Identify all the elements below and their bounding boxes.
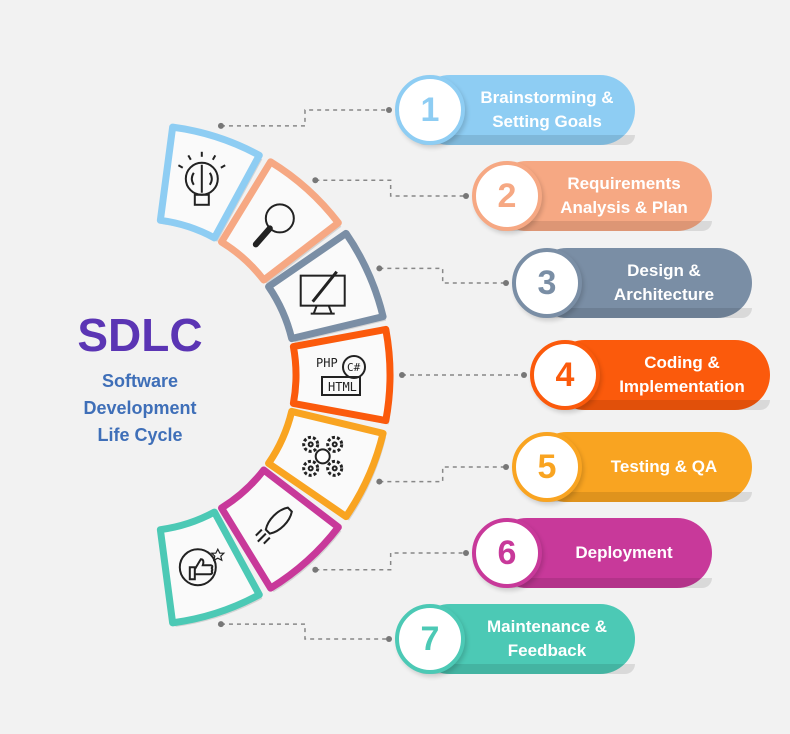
sdlc-title: SDLC — [77, 309, 203, 361]
segment-body — [218, 158, 342, 284]
step-4: 4 Coding & Implementation — [530, 340, 770, 410]
step-number: 1 — [420, 90, 440, 129]
step-label: Testing & QA — [610, 457, 718, 476]
connector-dot — [312, 566, 319, 573]
step-number-badge: 2 — [472, 161, 542, 231]
step-7: 7 Maintenance & Feedback — [395, 604, 635, 674]
connector-dot — [312, 177, 319, 184]
pill-shade — [532, 492, 752, 502]
connector-line — [379, 466, 506, 483]
step-label: Requirements Analysis & Plan — [560, 174, 688, 217]
pill-shade — [532, 308, 752, 318]
step-number: 6 — [497, 533, 517, 572]
pill-shade — [415, 135, 635, 145]
step-number: 7 — [420, 619, 440, 658]
step-label: Design & Architecture — [613, 261, 715, 304]
segment-body — [265, 407, 387, 521]
connector-line — [315, 552, 466, 571]
segment-body — [289, 325, 394, 425]
subtitle-line: Development — [83, 398, 197, 418]
step-number: 2 — [497, 176, 517, 215]
gears-icon — [302, 435, 344, 477]
code-label-csharp: C# — [347, 361, 361, 374]
step-number-badge: 6 — [472, 518, 542, 588]
pill-shade — [492, 578, 712, 588]
step-6: 6 Deployment — [472, 518, 712, 588]
sdlc-subtitle: Software Development Life Cycle — [50, 368, 230, 449]
step-2: 2 Requirements Analysis & Plan — [472, 161, 712, 231]
code-label-php: PHP — [316, 356, 338, 370]
step-number-badge: 7 — [395, 604, 465, 674]
magnifier-icon — [252, 203, 295, 248]
connector-dot — [399, 372, 405, 378]
thumbs-up-icon — [178, 547, 226, 587]
subtitle-line: Life Cycle — [97, 425, 183, 445]
connector-dot — [217, 621, 224, 628]
step-label: Brainstorming & Setting Goals — [480, 88, 614, 131]
lightbulb-brain-icon — [177, 151, 226, 206]
step-label: Deployment — [575, 543, 673, 562]
step-3: 3 Design & Architecture — [512, 248, 752, 318]
rocket-icon — [255, 506, 293, 545]
step-number: 4 — [555, 355, 575, 394]
arc-segment-1 — [156, 123, 263, 242]
step-number-badge: 3 — [512, 248, 582, 318]
segment-body — [156, 123, 263, 242]
pill-shade — [492, 221, 712, 231]
code-label-html: HTML — [328, 380, 357, 394]
step-number: 3 — [537, 263, 557, 302]
step-1: 1 Brainstorming & Setting Goals — [395, 75, 635, 145]
connector-dot — [503, 280, 509, 286]
subtitle-line: Software — [101, 371, 179, 391]
arc-segment-4 — [289, 325, 394, 425]
arc-segment-2 — [218, 158, 342, 285]
pill-shade — [415, 664, 635, 674]
connector-line — [379, 267, 506, 284]
segment-body — [156, 508, 263, 627]
step-number-badge: 5 — [512, 432, 582, 502]
step-label: Maintenance & Feedback — [487, 617, 607, 660]
step-number-badge: 4 — [530, 340, 600, 410]
code-icon: PHP C# HTML — [316, 355, 366, 396]
connector-dot — [503, 464, 509, 470]
step-number: 5 — [537, 447, 557, 486]
connector-line — [220, 623, 389, 640]
connector-dot — [386, 107, 392, 113]
connector-line — [315, 179, 466, 197]
connector-line — [220, 109, 389, 127]
step-label: Coding & Implementation — [619, 353, 745, 396]
pill-shade — [550, 400, 770, 410]
connector-dot — [386, 636, 392, 642]
connector-dot — [521, 372, 527, 378]
connector-dot — [463, 193, 469, 199]
step-5: 5 Testing & QA — [512, 432, 752, 502]
step-number-badge: 1 — [395, 75, 465, 145]
connector-dot — [376, 478, 383, 485]
monitor-brush-icon — [299, 270, 346, 315]
connector-dot — [376, 265, 383, 272]
connector-dot — [463, 550, 469, 556]
connector-dot — [217, 122, 224, 129]
